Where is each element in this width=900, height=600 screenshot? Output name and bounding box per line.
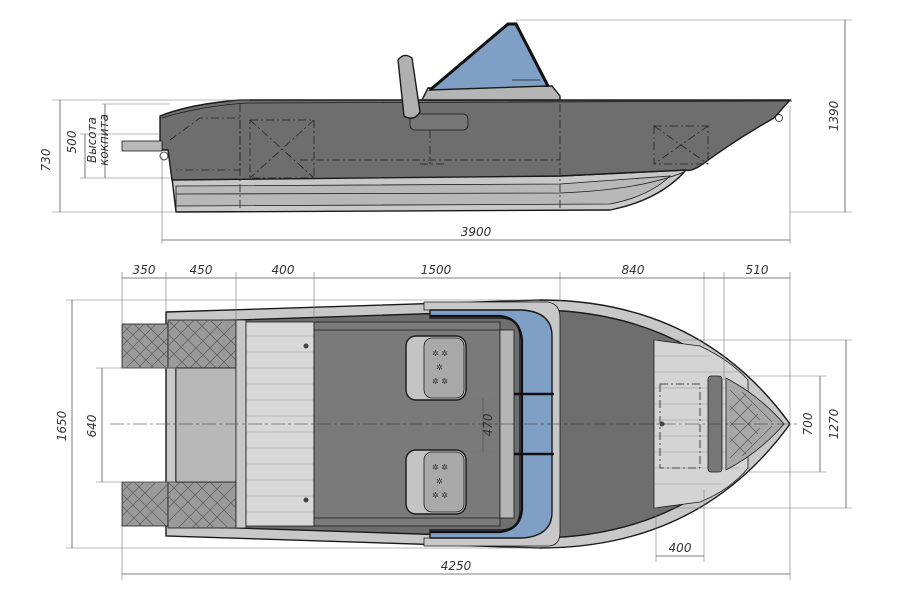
- dim-cockpit-height: 500: [65, 130, 79, 153]
- svg-text:✲: ✲: [436, 363, 443, 372]
- svg-text:✲ ✲: ✲ ✲: [432, 377, 448, 386]
- top-view: ✲ ✲ ✲ ✲ ✲ ✲ ✲ ✲ ✲ ✲ 470: [55, 263, 852, 580]
- svg-text:✲ ✲: ✲ ✲: [432, 463, 448, 472]
- dim-bow-outer: 1270: [827, 408, 841, 439]
- dim-top-510: 510: [746, 263, 769, 277]
- hull-side: [159, 99, 792, 181]
- svg-text:✲: ✲: [436, 477, 443, 486]
- dim-inner-width: 640: [85, 414, 99, 437]
- dim-top-840: 840: [622, 263, 645, 277]
- seat-top-lower: ✲ ✲ ✲ ✲ ✲: [405, 449, 467, 515]
- dim-side-height: 730: [39, 148, 53, 171]
- dim-overall-height: 1390: [827, 100, 841, 131]
- dim-top-450: 450: [190, 263, 213, 277]
- dim-bow-locker: 400: [669, 541, 692, 555]
- seat-back-side: [397, 54, 421, 119]
- dim-top-400: 400: [272, 263, 295, 277]
- dim-overall-length: 4250: [441, 559, 472, 573]
- dim-beam: 1650: [55, 410, 69, 441]
- label-cockpit-height-2: кокпита: [97, 114, 111, 166]
- svg-text:✲ ✲: ✲ ✲: [432, 349, 448, 358]
- svg-text:✲ ✲: ✲ ✲: [432, 491, 448, 500]
- dim-top-1500: 1500: [421, 263, 452, 277]
- dim-seat-gap: 470: [481, 413, 495, 436]
- seat-top-upper: ✲ ✲ ✲ ✲ ✲: [405, 335, 467, 401]
- dim-bow-inner: 700: [801, 412, 815, 435]
- dim-top-350: 350: [133, 263, 156, 277]
- hull-sheer-strip: [175, 175, 672, 207]
- dim-side-length: 3900: [461, 225, 492, 239]
- side-view: 730 500 Высота кокпита 1390 3900: [39, 19, 852, 244]
- label-cockpit-height-1: Высота: [85, 117, 99, 163]
